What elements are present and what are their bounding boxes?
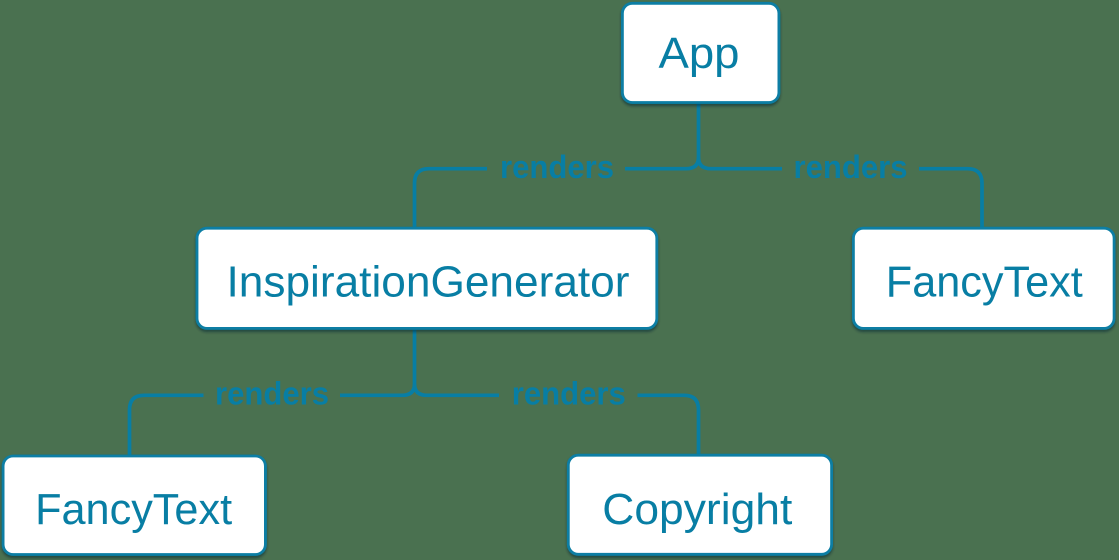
svg-text:Copyright: Copyright [602,485,792,534]
svg-text:renders: renders [215,375,329,411]
svg-text:renders: renders [794,149,908,185]
svg-text:renders: renders [512,375,626,411]
svg-text:App: App [659,29,740,78]
svg-text:renders: renders [500,149,614,185]
svg-text:FancyText: FancyText [886,257,1083,306]
svg-text:FancyText: FancyText [35,485,232,534]
svg-text:InspirationGenerator: InspirationGenerator [227,257,630,306]
